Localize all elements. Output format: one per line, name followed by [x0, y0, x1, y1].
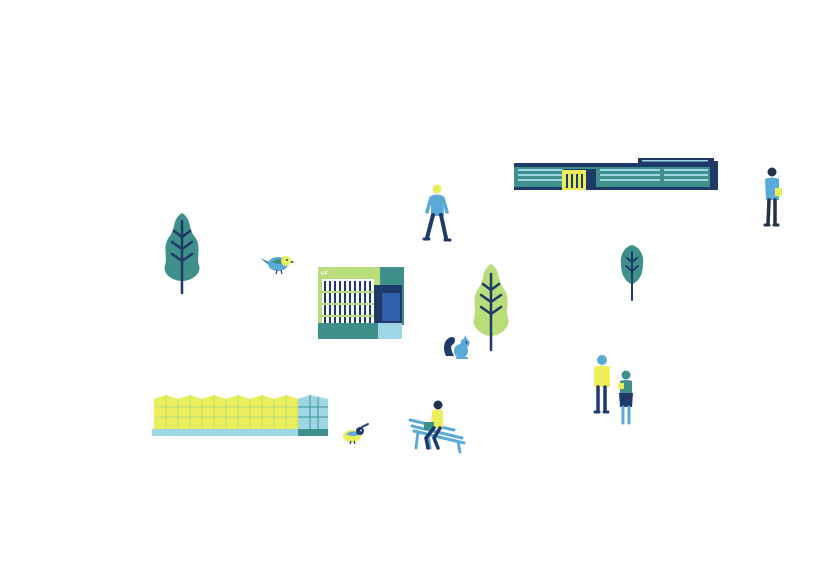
- squirrel: [442, 334, 472, 360]
- building-sign: UF: [321, 271, 328, 277]
- tree-center: [470, 262, 512, 352]
- long-office-building: [514, 157, 720, 191]
- faculty-building: UF: [318, 267, 404, 341]
- person-on-bench: [408, 398, 468, 454]
- walking-person: [422, 184, 454, 244]
- bird-upper: [258, 252, 296, 276]
- bird-lower: [340, 423, 370, 445]
- tree-left: [162, 211, 202, 295]
- standing-person: [760, 166, 786, 230]
- greenhouse: [152, 393, 330, 437]
- tree-small-right: [619, 244, 645, 302]
- two-people-talking: [588, 353, 640, 427]
